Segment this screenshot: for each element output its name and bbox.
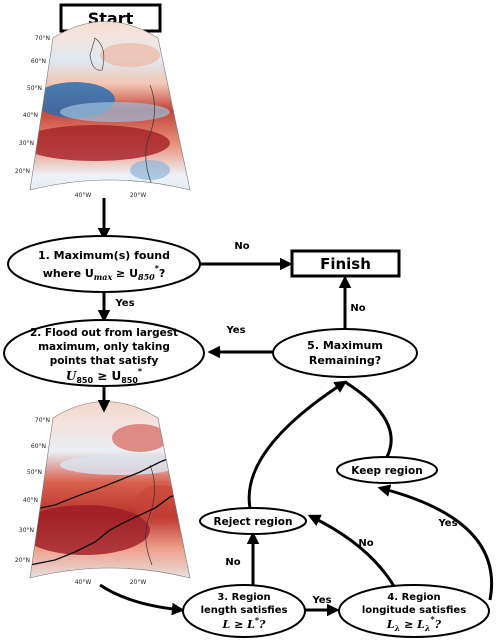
step1-line2: where Umax ≥ U850*? (43, 264, 166, 282)
step4-line1: 4. Region (387, 592, 440, 603)
step5-line1: 5. Maximum (307, 339, 383, 352)
reject-region-node: Reject region (199, 507, 307, 535)
edges (97, 198, 493, 617)
step1-line1: 1. Maximum(s) found (38, 249, 170, 262)
lon-tick: 20°W (130, 579, 147, 586)
edge-step4-reject (307, 514, 397, 589)
edge-step4-keep (377, 484, 493, 601)
edge-label-no: No (225, 557, 240, 568)
edge-label-no: No (234, 241, 249, 252)
step3-node: 3. Region length satisfies L ≥ L*? (182, 584, 306, 638)
keep-region-label: Keep region (351, 465, 422, 477)
bottom-map: 70°N 60°N 50°N 40°N 30°N 20°N 40°W 20°W (15, 401, 191, 586)
lat-tick: 40°N (23, 112, 38, 119)
lat-tick: 50°N (27, 85, 42, 92)
step1-node: 1. Maximum(s) found where Umax ≥ U850*? (7, 235, 201, 293)
lon-tick: 40°W (75, 579, 92, 586)
edge-label-yes: Yes (437, 518, 457, 529)
step2-node: 2. Flood out from largest maximum, only … (3, 319, 205, 387)
lat-tick: 60°N (31, 443, 46, 450)
reject-region-label: Reject region (214, 516, 293, 528)
lat-tick: 20°N (15, 168, 30, 175)
edge-map-step3 (99, 583, 185, 616)
step2-line1: 2. Flood out from largest (30, 327, 178, 339)
step2-line2: maximum, only taking (38, 341, 170, 353)
step2-line3: points that satisfy (50, 355, 159, 367)
step3-line3: L ≥ L*? (222, 615, 267, 631)
edge-label-yes: Yes (114, 298, 134, 309)
edge-label-no: No (350, 303, 365, 314)
edge-reject-step5 (247, 380, 348, 509)
step4-line2: longitude satisfies (362, 605, 466, 616)
lon-tick: 20°W (130, 192, 147, 199)
edge-label-yes: Yes (225, 325, 245, 336)
lat-tick: 70°N (35, 35, 50, 42)
step5-node: 5. Maximum Remaining? (272, 328, 418, 378)
edge-label-yes: Yes (311, 595, 331, 606)
edge-label-no: No (358, 538, 373, 549)
edge-keep-step5 (344, 380, 393, 458)
lon-tick: 40°W (75, 192, 92, 199)
step5-line2: Remaining? (309, 354, 381, 367)
keep-region-node: Keep region (336, 456, 438, 484)
finish-node: Finish (290, 249, 401, 278)
step4-node: 4. Region longitude satisfies Lλ ≥ Lλ*? (338, 584, 490, 638)
step4-line3: Lλ ≥ Lλ*? (386, 614, 442, 633)
lat-tick: 40°N (23, 497, 38, 504)
lat-tick: 30°N (19, 140, 34, 147)
finish-label: Finish (320, 255, 371, 273)
lat-tick: 30°N (19, 527, 34, 534)
step3-line2: length satisfies (201, 605, 288, 616)
lat-tick: 50°N (27, 469, 42, 476)
step3-line1: 3. Region (217, 592, 270, 603)
lat-tick: 70°N (35, 417, 50, 424)
edge-labels: No Yes Yes No No Yes No Yes (114, 241, 457, 606)
lat-tick: 60°N (31, 58, 46, 65)
step2-line4: U850 ≥ U850* (66, 367, 143, 385)
lat-tick: 20°N (15, 557, 30, 564)
top-map: 70°N 60°N 50°N 40°N 30°N 20°N 40°W 20°W (15, 21, 191, 199)
